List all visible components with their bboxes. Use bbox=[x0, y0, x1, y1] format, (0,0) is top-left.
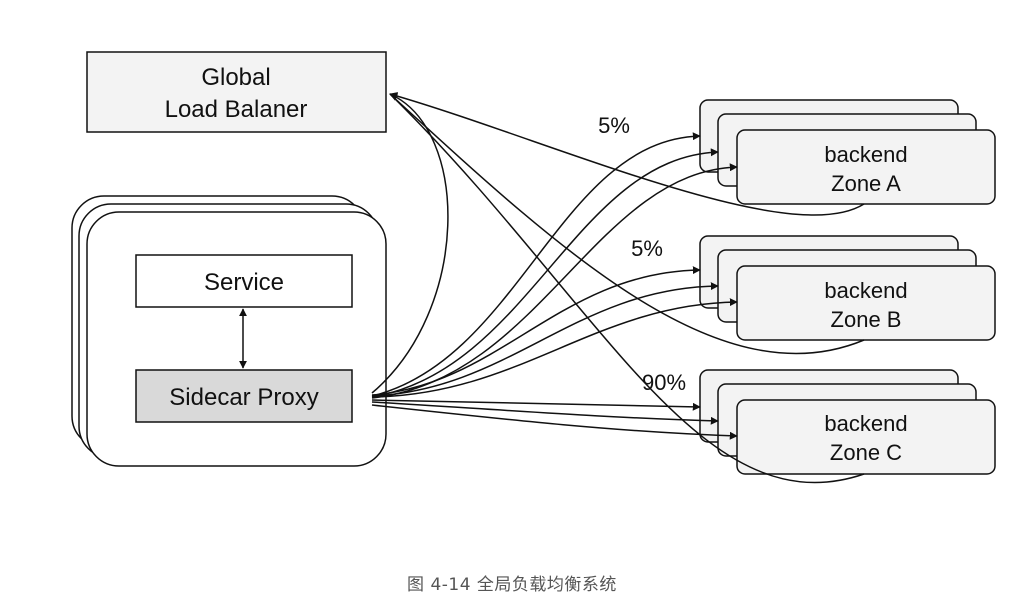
sidecar-to-zone-c-arrows bbox=[371, 399, 738, 440]
zone-b-stack: backend Zone B bbox=[699, 235, 996, 341]
zone-c-line1: backend bbox=[824, 411, 907, 436]
zone-c-line2: Zone C bbox=[830, 440, 902, 465]
sidecar-to-global-lb-arrow bbox=[371, 93, 449, 394]
global-lb-line1: Global bbox=[201, 64, 270, 91]
global-load-balancer-box: Global Load Balaner bbox=[86, 51, 387, 133]
sidecar-to-zone-a-arrows bbox=[371, 132, 738, 399]
zone-a-percent: 5% bbox=[598, 113, 630, 138]
zone-b-line2: Zone B bbox=[831, 307, 902, 332]
zone-a-line1: backend bbox=[824, 142, 907, 167]
figure-caption: 图 4-14 全局负载均衡系统 bbox=[407, 575, 617, 595]
sidecar-proxy-box: Sidecar Proxy bbox=[135, 369, 353, 423]
sidecar-proxy-label: Sidecar Proxy bbox=[169, 384, 318, 411]
zone-b-percent: 5% bbox=[631, 236, 663, 261]
zone-c-percent: 90% bbox=[642, 370, 686, 395]
zone-a-stack: backend Zone A bbox=[699, 99, 996, 205]
service-box: Service bbox=[135, 254, 353, 308]
sidecar-to-zone-b-arrows bbox=[371, 266, 738, 398]
service-label: Service bbox=[204, 269, 284, 296]
global-lb-line2: Load Balaner bbox=[165, 96, 308, 123]
service-pod-stack bbox=[71, 195, 387, 467]
zone-b-line1: backend bbox=[824, 278, 907, 303]
zone-a-line2: Zone A bbox=[831, 171, 901, 196]
zone-c-stack: backend Zone C bbox=[699, 369, 996, 475]
zones-to-global-lb-arrows bbox=[389, 92, 865, 484]
